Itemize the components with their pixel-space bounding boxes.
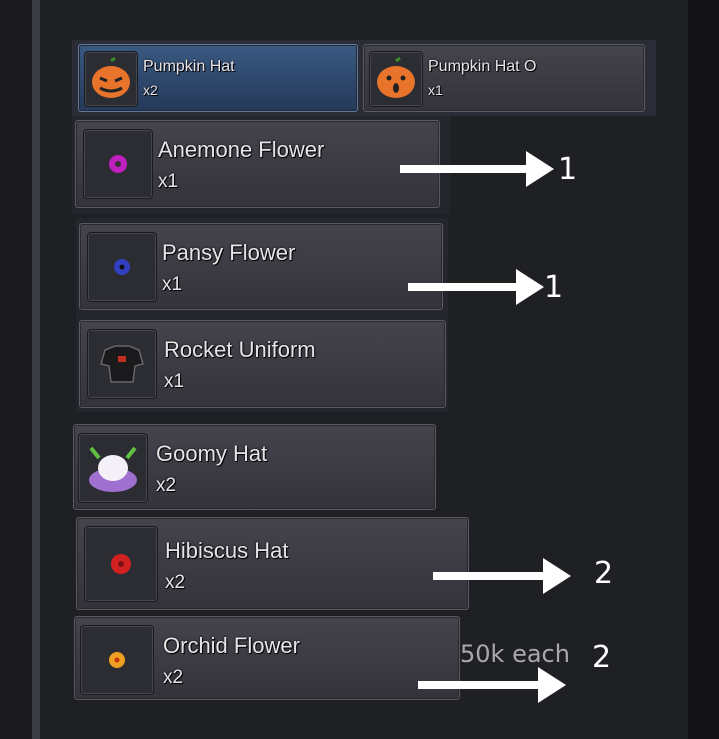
item-quantity: x2 <box>165 572 186 593</box>
item-name: Rocket Uniform <box>164 337 316 362</box>
item-name: Pumpkin Hat O <box>428 58 537 75</box>
orchid-flower-icon <box>80 625 154 695</box>
item-quantity: x2 <box>163 667 184 688</box>
item-name: Pumpkin Hat <box>143 58 235 75</box>
price-note: 50k each <box>460 640 570 668</box>
item-name: Anemone Flower <box>158 137 325 162</box>
annotation-arrow <box>418 667 566 703</box>
right-border <box>688 0 719 739</box>
item-quantity: x1 <box>164 371 185 392</box>
annotation-arrow <box>408 269 544 305</box>
item-card-pansy-flower[interactable]: Pansy Flower x1 <box>79 223 443 310</box>
item-card-rocket-uniform[interactable]: Rocket Uniform x1 <box>79 320 446 408</box>
annotation-count: 1 <box>558 152 578 187</box>
item-name: Orchid Flower <box>163 633 300 658</box>
left-border <box>32 0 40 739</box>
item-card-goomy-hat[interactable]: Goomy Hat x2 <box>73 424 436 510</box>
pansy-flower-icon <box>87 232 157 302</box>
item-name: Hibiscus Hat <box>165 538 289 563</box>
pumpkin-angry-icon <box>84 51 138 107</box>
annotation-count: 2 <box>592 640 612 675</box>
item-card-orchid-flower[interactable]: Orchid Flower x2 <box>74 616 460 700</box>
item-card-hibiscus-hat[interactable]: Hibiscus Hat x2 <box>76 517 469 610</box>
pumpkin-surprised-icon <box>369 51 423 107</box>
goomy-hat-icon <box>78 433 148 503</box>
item-quantity: x1 <box>162 274 183 295</box>
item-quantity: x2 <box>143 82 158 98</box>
annotation-count: 1 <box>544 270 564 305</box>
anemone-flower-icon <box>83 129 153 199</box>
item-card-pumpkin-hat[interactable]: Pumpkin Hat x2 <box>78 44 358 112</box>
annotation-count: 2 <box>594 556 614 591</box>
item-name: Goomy Hat <box>156 441 268 466</box>
rocket-uniform-icon <box>87 329 157 399</box>
annotation-arrow <box>400 151 554 187</box>
annotation-arrow <box>433 558 571 594</box>
item-quantity: x1 <box>158 171 179 192</box>
item-quantity: x1 <box>428 82 443 98</box>
item-card-anemone-flower[interactable]: Anemone Flower x1 <box>75 120 440 208</box>
hibiscus-hat-icon <box>84 526 158 602</box>
item-quantity: x2 <box>156 475 177 496</box>
item-name: Pansy Flower <box>162 240 296 265</box>
item-card-pumpkin-hat-o[interactable]: Pumpkin Hat O x1 <box>363 44 645 112</box>
